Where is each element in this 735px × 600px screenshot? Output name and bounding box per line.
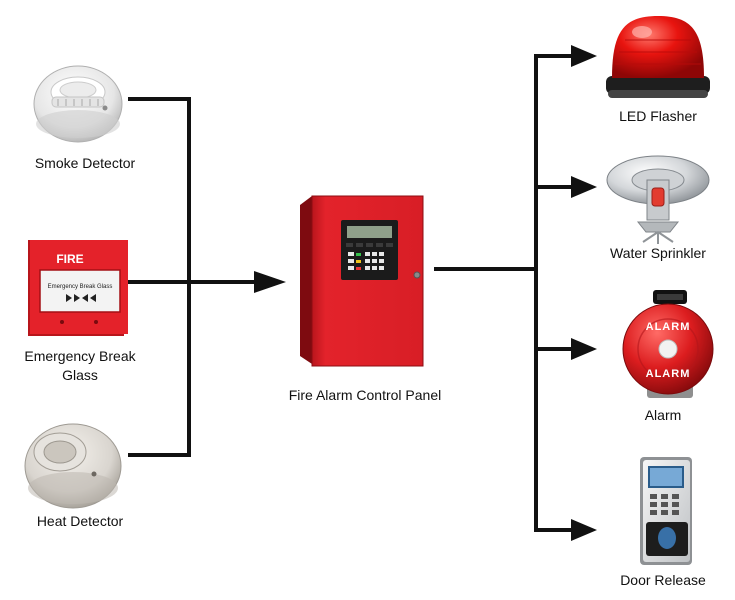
break-glass-label-line2: Glass	[62, 367, 98, 383]
alarm-bell-text-bottom: ALARM	[646, 368, 691, 380]
smoke-detector-icon	[33, 65, 123, 143]
alarm-arrowhead	[571, 338, 597, 360]
fire-alarm-control-panel-icon	[300, 195, 424, 367]
led-flasher-label: LED Flasher	[619, 108, 697, 124]
break-glass-sticker-text: Emergency Break Glass	[48, 284, 113, 290]
break-glass-icon: FIRE Emergency Break Glass	[28, 240, 128, 336]
connector-lines	[128, 54, 574, 532]
led-flasher-arrowhead	[571, 45, 597, 67]
water-sprinkler-label: Water Sprinkler	[610, 245, 706, 261]
panel-input-arrowhead	[254, 271, 286, 293]
smoke-detector-label: Smoke Detector	[34, 155, 136, 171]
alarm-bell-text-top: ALARM	[646, 321, 691, 333]
door-release-arrowhead	[571, 519, 597, 541]
break-glass-label-line1: Emergency Break	[24, 348, 136, 364]
arrowheads	[254, 45, 597, 541]
led-flasher-icon	[606, 16, 710, 98]
water-sprinkler-arrowhead	[571, 176, 597, 198]
water-sprinkler-icon	[606, 155, 710, 244]
break-glass-fire-text: FIRE	[56, 252, 83, 266]
smoke-detector-connector	[128, 97, 191, 284]
alarm-label: Alarm	[644, 407, 682, 423]
heat-detector-label: Heat Detector	[36, 513, 124, 529]
alarm-bell-icon: ALARM ALARM	[622, 290, 714, 398]
door-release-label: Door Release	[620, 572, 706, 588]
door-release-icon	[640, 457, 692, 565]
heat-detector-icon	[24, 423, 122, 509]
heat-detector-connector	[128, 280, 191, 457]
panel-label: Fire Alarm Control Panel	[288, 387, 442, 403]
